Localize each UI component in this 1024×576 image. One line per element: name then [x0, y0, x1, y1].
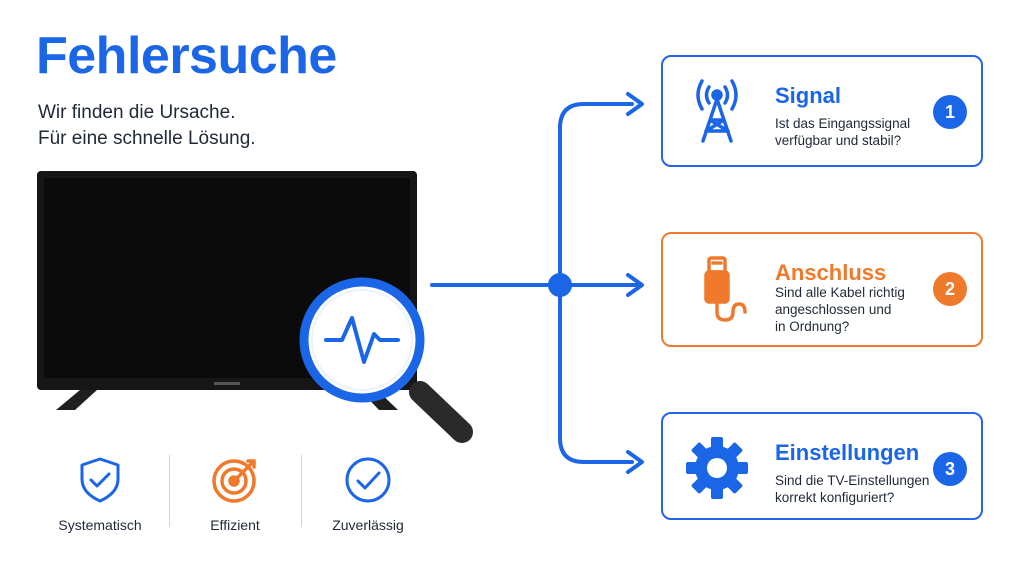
- antenna-icon: [696, 79, 738, 143]
- subtitle-line: Wir finden die Ursache.: [38, 102, 236, 123]
- step-description: Ist das Eingangssignal verfügbar und sta…: [775, 116, 911, 148]
- connector-lines: [430, 92, 644, 474]
- junction-dot: [548, 273, 572, 297]
- magnifier-icon: [299, 277, 473, 443]
- target-icon: [212, 459, 256, 503]
- check-circle-icon: [345, 457, 391, 503]
- step-title: Anschluss: [775, 260, 887, 285]
- divider: [169, 455, 170, 527]
- step-card-einstellungen: Einstellungen Sind die TV-Einstellungen …: [661, 412, 983, 520]
- cable-icon: [704, 256, 747, 322]
- step-number-badge: 1: [933, 95, 967, 129]
- step-number-badge: 3: [933, 452, 967, 486]
- subtitle-line: Für eine schnelle Lösung.: [38, 128, 256, 149]
- step-number-badge: 2: [933, 272, 967, 306]
- shield-check-icon: [80, 457, 120, 503]
- step-description: Sind die TV-Einstellungen korrekt konfig…: [775, 473, 930, 505]
- feature-label: Effizient: [210, 517, 260, 533]
- feature-zuverlaessig: Zuverlässig: [303, 455, 433, 533]
- gear-icon: [686, 437, 748, 499]
- subtitle: Wir finden die Ursache. Für eine schnell…: [38, 100, 256, 152]
- step-title: Einstellungen: [775, 440, 920, 465]
- step-card-signal: Signal Ist das Eingangssignal verfügbar …: [661, 55, 983, 167]
- feature-label: Systematisch: [58, 517, 142, 533]
- step-title: Signal: [775, 83, 842, 108]
- feature-label: Zuverlässig: [332, 517, 404, 533]
- step-card-anschluss: Anschluss Sind alle Kabel richtig angesc…: [661, 232, 983, 347]
- page-title: Fehlersuche: [36, 27, 337, 85]
- divider: [301, 455, 302, 527]
- feature-effizient: Effizient: [170, 455, 300, 533]
- feature-systematisch: Systematisch: [35, 455, 165, 533]
- step-description: Sind alle Kabel richtig angeschlossen un…: [775, 285, 905, 334]
